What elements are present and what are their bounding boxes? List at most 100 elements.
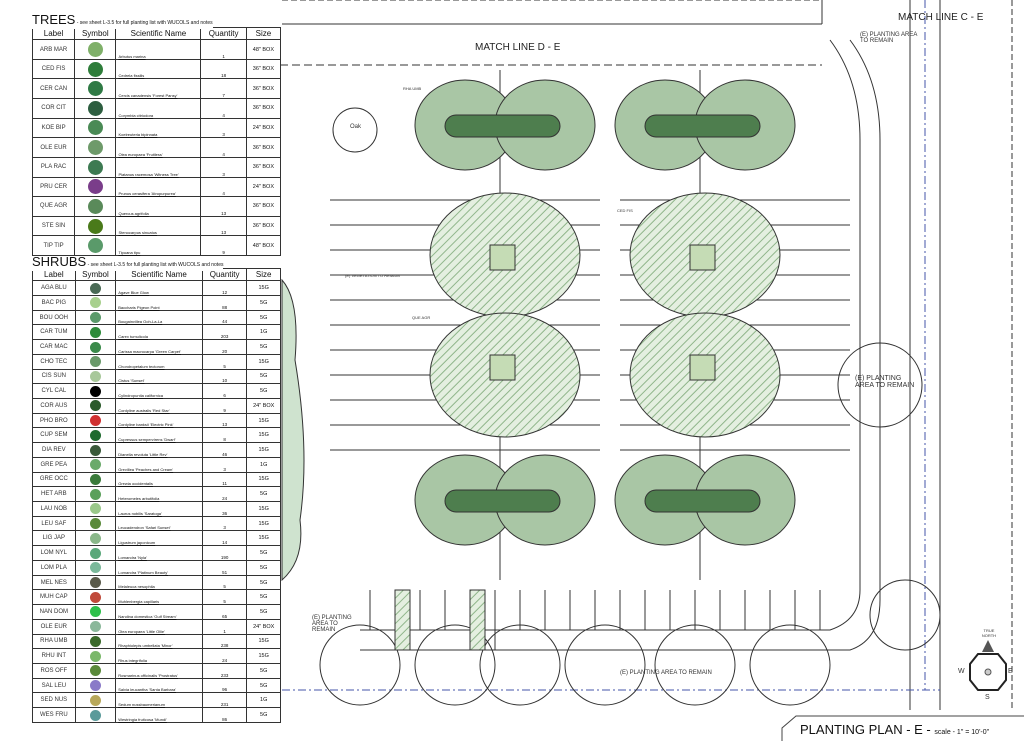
- plant-symbol-icon: [89, 694, 101, 706]
- plant-symbol-icon: [87, 42, 103, 58]
- size: 36" BOX: [245, 137, 282, 158]
- plant-label: BOU OOH: [32, 309, 76, 326]
- scientific-name: Cordyline australis 'Red Star': [115, 398, 203, 414]
- plant-label: CUP SEM: [32, 427, 76, 444]
- plan-title: PLANTING PLAN - E -: [800, 722, 935, 737]
- table-row: MUH CAP Muhlenbergia capillaris 5 5G: [32, 589, 281, 606]
- table-row: GRE PEA Grevillea 'Peaches and Cream' 3 …: [32, 456, 281, 473]
- plant-symbol: [74, 486, 117, 503]
- plant-symbol: [74, 58, 117, 80]
- quantity: 13: [201, 412, 248, 429]
- size: 36" BOX: [245, 196, 282, 217]
- scientific-name: Ligustrum japonicum: [115, 530, 203, 547]
- plant-symbol-icon: [87, 179, 103, 195]
- table-row: NAN DOM Nandina domestica 'Gulf Stream' …: [32, 604, 281, 620]
- shrubs-heading: SHRUBS: [32, 254, 87, 269]
- plant-label: MUH CAP: [32, 589, 76, 606]
- plant-symbol: [74, 574, 117, 591]
- plant-label: TIP TIP: [31, 235, 76, 256]
- shrubs-note: - see sheet L-3.5 for full planting list…: [86, 262, 224, 268]
- plant-symbol: [74, 604, 117, 620]
- planting-area-label: (E) PLANTING AREA TO REMAIN: [312, 615, 352, 633]
- table-row: WES FRU Westringia fruticosa 'Mundi' 86 …: [32, 707, 281, 723]
- scientific-name: Cercis canadensis 'Forest Pansy': [115, 78, 202, 100]
- plant-symbol: [74, 280, 117, 296]
- scientific-name: Salvia leucantha 'Santa Barbara': [115, 677, 203, 694]
- scientific-name: Rhaphiolepis umbellata 'Minor': [115, 633, 203, 650]
- scientific-name: Rosmarinus officinalis 'Prostratus': [115, 662, 203, 679]
- plant-label: CYL CAL: [32, 383, 76, 400]
- size: 15G: [246, 633, 281, 650]
- quantity: 13: [200, 196, 247, 217]
- plant-symbol: [74, 427, 117, 444]
- quantity: 9: [200, 235, 247, 256]
- quantity: 24: [201, 648, 248, 664]
- plant-symbol-icon: [89, 562, 101, 574]
- plant-symbol: [74, 339, 117, 355]
- plant-symbol-icon: [89, 444, 101, 456]
- plant-symbol: [74, 39, 117, 60]
- scientific-name: Prunus cerasifera 'Atropurpurea': [115, 176, 202, 198]
- scientific-name: Agave Blue Glow: [115, 280, 203, 296]
- table-row: LOM NYL Lomandra 'Nyla' 190 5G: [32, 545, 281, 561]
- plant-symbol-icon: [89, 503, 101, 515]
- quantity: 6: [201, 383, 248, 400]
- size: 1G: [246, 692, 281, 709]
- table-row: CAR TUM Carex tumulicola 203 1G: [32, 324, 281, 341]
- plant-symbol-icon: [89, 312, 101, 324]
- plant-label: LAU NOB: [32, 501, 76, 517]
- quantity: 24: [201, 486, 248, 503]
- quantity: 3: [200, 117, 247, 139]
- quantity: 44: [201, 309, 248, 326]
- plant-label: QUE AGR: [31, 196, 76, 217]
- scientific-name: Olea europaea 'Fruitless': [115, 137, 202, 158]
- quantity: 3: [201, 456, 248, 473]
- table-row: LAU NOB Laurus nobilis 'Saratoga' 36 15G: [32, 501, 281, 517]
- trees-heading: TREES: [32, 12, 76, 27]
- plant-symbol: [74, 98, 117, 119]
- scientific-name: Sedum nussbaumerianum: [115, 692, 203, 709]
- plant-label: LOM PLA: [32, 559, 76, 576]
- plant-symbol: [74, 530, 117, 547]
- size: 5G: [246, 677, 281, 694]
- plant-symbol-icon: [87, 100, 103, 116]
- table-row: OLE EUR Olea europaea 'Little Ollie' 1 2…: [32, 618, 281, 635]
- quantity: 36: [201, 501, 248, 517]
- plant-symbol: [74, 633, 117, 650]
- quantity: 51: [201, 559, 248, 576]
- table-row: RHA UMB Rhaphiolepis umbellata 'Minor' 2…: [32, 633, 281, 650]
- size: 5G: [246, 368, 281, 385]
- column-header: Quantity: [201, 267, 248, 282]
- plant-label: COR AUS: [32, 398, 76, 414]
- plant-label: NAN DOM: [32, 604, 76, 620]
- size: 5G: [246, 486, 281, 503]
- quantity: 5: [201, 574, 248, 591]
- size: 15G: [246, 471, 281, 488]
- plant-symbol: [74, 707, 117, 723]
- plant-label: PLA RAC: [31, 156, 76, 178]
- plant-label: SAL LEU: [32, 677, 76, 694]
- table-row: CIS SUN Cistus 'Sunset' 10 5G: [32, 368, 281, 385]
- plant-label: DIA REV: [32, 442, 76, 458]
- scientific-name: Olea europaea 'Little Ollie': [115, 618, 203, 635]
- table-row: COR AUS Cordyline australis 'Red Star' 9…: [32, 398, 281, 414]
- north-arrow-icon: [969, 640, 1007, 691]
- quantity: 233: [201, 662, 248, 679]
- plant-symbol: [74, 156, 117, 178]
- size: 15G: [246, 648, 281, 664]
- plant-symbol-icon: [89, 370, 101, 382]
- scientific-name: Chondropetalum tectorum: [115, 353, 203, 370]
- table-row: AGA BLU Agave Blue Glow 12 15G: [32, 280, 281, 296]
- quantity: 4: [200, 98, 247, 119]
- plant-label: CIS SUN: [32, 368, 76, 385]
- quantity: 13: [200, 215, 247, 237]
- scientific-name: Westringia fruticosa 'Mundi': [115, 707, 203, 723]
- plant-label: OLE EUR: [32, 618, 76, 635]
- plant-symbol-icon: [89, 635, 101, 647]
- plant-symbol-icon: [87, 140, 103, 156]
- quantity: 9: [201, 398, 248, 414]
- table-row: LEU SAF Leucadendron 'Safari Sunset' 3 1…: [32, 515, 281, 532]
